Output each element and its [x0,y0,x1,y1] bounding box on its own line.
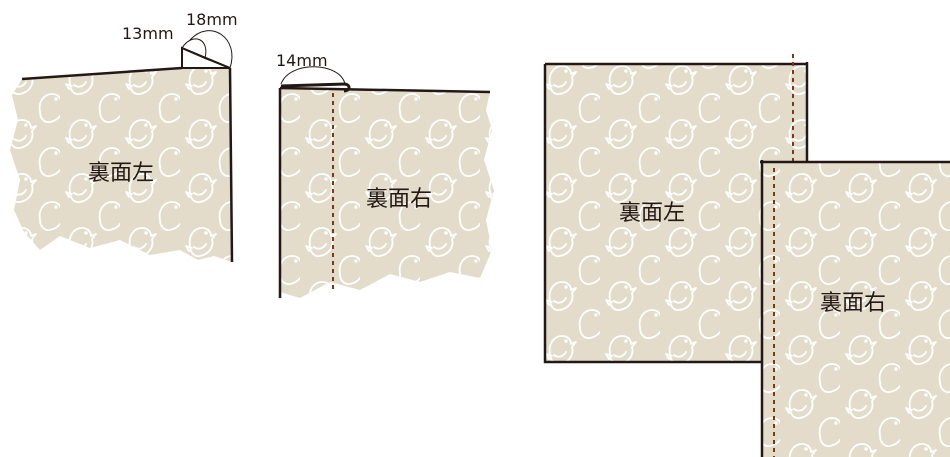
overlap-left-back-outline [543,62,807,364]
figure-overlapped-pieces: 裏面左 裏面右 [543,54,950,457]
left-back-label: 裏面左 [88,161,154,186]
dimension-label-13mm: 13mm [122,24,174,43]
overlap-left-back-label: 裏面左 [619,201,685,226]
figure-left-back-folded: 13mm 18mm 裏面左 [10,10,238,263]
overlap-right-back-fabric-pattern [762,162,950,457]
left-back-right-edge [228,67,234,263]
left-back-fold-line [181,47,231,69]
figure-right-back-folded: 14mm 裏面右 [276,51,494,298]
dimension-arc-14 [280,66,346,85]
left-back-fabric-pattern [10,68,232,262]
right-back-fold-hem [280,82,351,93]
dimension-arc-13 [181,38,207,59]
right-back-label: 裏面右 [366,187,432,212]
dimension-arc-18 [189,30,233,69]
right-back-top-edge [279,86,491,94]
overlap-right-back-label: 裏面右 [820,291,886,316]
left-back-top-edge [21,66,183,81]
dimension-label-18mm: 18mm [186,10,238,29]
dimension-label-14mm: 14mm [276,51,328,70]
